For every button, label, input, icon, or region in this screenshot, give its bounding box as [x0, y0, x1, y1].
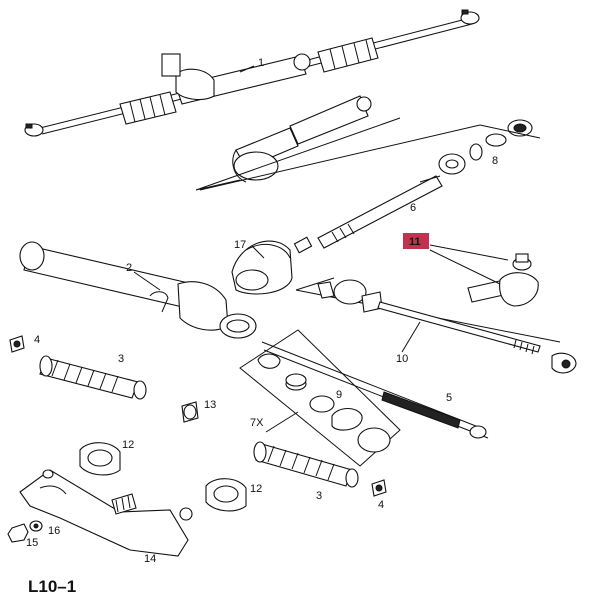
callout-7x: 7X	[250, 417, 264, 429]
figure-label: L10–1	[28, 577, 76, 596]
highlight-box-11	[403, 233, 429, 249]
callout-13: 13	[204, 399, 216, 411]
callout-2: 2	[126, 262, 132, 274]
callout-11: 11	[409, 236, 421, 248]
callout-4a: 4	[34, 334, 40, 346]
callout-15: 15	[26, 537, 38, 549]
callout-5: 5	[446, 392, 452, 404]
callout-9: 9	[336, 389, 342, 401]
tie-rod	[295, 277, 577, 374]
leader-lines	[133, 65, 509, 433]
adjuster-kit	[239, 329, 401, 467]
callout-17: 17	[234, 239, 246, 251]
steering-shaft-upper	[195, 95, 401, 191]
callout-16: 16	[48, 525, 60, 537]
callout-3a: 3	[118, 353, 124, 365]
callout-6: 6	[410, 202, 416, 214]
callout-14: 14	[144, 553, 156, 565]
bush-13	[181, 401, 199, 423]
pinion-shaft	[293, 175, 443, 254]
pinion-housing-cover	[231, 240, 293, 295]
clip-right	[371, 479, 387, 497]
clip-left	[9, 335, 25, 353]
gaiter-left	[39, 355, 147, 400]
callout-10: 10	[396, 353, 408, 365]
callout-1: 1	[258, 57, 264, 69]
mounting-clamp	[19, 469, 193, 557]
mounting-rubber-a	[79, 442, 121, 476]
callout-8: 8	[492, 155, 498, 167]
callout-4b: 4	[378, 499, 384, 511]
bearing-set	[199, 119, 541, 191]
nut-15	[7, 523, 29, 543]
tie-rod-end	[467, 253, 539, 307]
rack-bar	[261, 341, 489, 439]
mounting-rubber-b	[205, 478, 247, 512]
callout-12b: 12	[250, 483, 262, 495]
gaiter-right	[253, 441, 359, 488]
washer-16	[29, 520, 43, 532]
rack-housing	[19, 241, 257, 339]
steering-rack-assembly	[24, 9, 480, 137]
callout-3b: 3	[316, 490, 322, 502]
callout-12a: 12	[122, 439, 134, 451]
